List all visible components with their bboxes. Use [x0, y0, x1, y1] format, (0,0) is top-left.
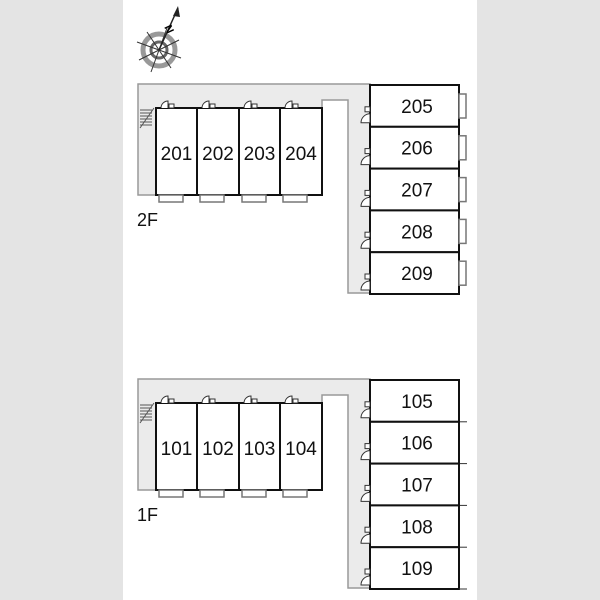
balcony: [282, 194, 308, 203]
unit-number: 103: [244, 439, 276, 460]
door-icon: [160, 100, 175, 109]
unit-number: 205: [401, 97, 433, 118]
door-icon: [360, 189, 371, 207]
unit-106[interactable]: 106: [360, 420, 467, 465]
unit-number: 209: [401, 264, 433, 285]
door-icon: [360, 484, 371, 502]
floor-label: 2F: [137, 210, 158, 230]
unit-104[interactable]: 104: [279, 395, 323, 498]
unit-101[interactable]: 101: [155, 395, 198, 498]
stairs-icon: [139, 107, 155, 129]
balcony: [458, 218, 467, 245]
balcony: [199, 489, 225, 498]
unit-number: 204: [285, 144, 317, 165]
unit-207[interactable]: 207: [360, 167, 467, 212]
door-icon: [360, 148, 371, 166]
compass-icon: N: [136, 6, 182, 73]
balcony: [458, 93, 467, 119]
unit-number: 202: [202, 144, 234, 165]
balcony: [241, 194, 267, 203]
unit-number: 101: [161, 439, 193, 460]
unit-108[interactable]: 108: [360, 504, 467, 549]
door-icon: [360, 273, 371, 291]
balcony: [458, 260, 467, 286]
door-icon: [284, 100, 299, 109]
unit-number: 203: [244, 144, 276, 165]
balcony: [199, 194, 225, 203]
door-icon: [160, 395, 175, 404]
door-icon: [360, 106, 371, 124]
stairs-icon: [139, 402, 155, 424]
door-icon: [360, 401, 371, 419]
door-icon: [243, 395, 258, 404]
door-icon: [201, 395, 216, 404]
unit-103[interactable]: 103: [238, 395, 281, 498]
balcony: [282, 489, 308, 498]
door-icon: [360, 526, 371, 544]
unit-number: 102: [202, 439, 234, 460]
door-icon: [243, 100, 258, 109]
unit-number: 105: [401, 392, 433, 413]
unit-202[interactable]: 202: [196, 100, 240, 203]
unit-204[interactable]: 204: [279, 100, 323, 203]
floor-1f: 101 102 103 104 105 106 107 108 109 1F: [137, 378, 467, 591]
balcony: [241, 489, 267, 498]
balcony: [458, 176, 467, 203]
floor-2f: 201 202 203 204 205 206 207 208 209 2F: [137, 83, 467, 295]
unit-number: 206: [401, 139, 433, 160]
balcony: [158, 489, 184, 498]
unit-number: 207: [401, 181, 433, 202]
unit-209[interactable]: 209: [360, 251, 467, 295]
unit-109[interactable]: 109: [360, 546, 467, 591]
unit-102[interactable]: 102: [196, 395, 240, 498]
unit-number: 107: [401, 476, 433, 497]
door-icon: [284, 395, 299, 404]
balcony: [158, 194, 184, 203]
unit-number: 109: [401, 559, 433, 580]
floor-label: 1F: [137, 505, 158, 525]
door-icon: [360, 443, 371, 461]
unit-number: 108: [401, 517, 433, 538]
unit-number: 208: [401, 222, 433, 243]
unit-number: 104: [285, 439, 317, 460]
unit-206[interactable]: 206: [360, 125, 467, 170]
door-icon: [360, 568, 371, 586]
unit-107[interactable]: 107: [360, 462, 467, 507]
unit-105[interactable]: 105: [360, 379, 467, 423]
door-icon: [360, 231, 371, 249]
unit-203[interactable]: 203: [238, 100, 281, 203]
unit-205[interactable]: 205: [360, 84, 467, 128]
unit-208[interactable]: 208: [360, 209, 467, 254]
unit-number: 106: [401, 434, 433, 455]
balcony: [458, 135, 467, 161]
unit-number: 201: [161, 144, 193, 165]
unit-201[interactable]: 201: [155, 100, 198, 203]
door-icon: [201, 100, 216, 109]
